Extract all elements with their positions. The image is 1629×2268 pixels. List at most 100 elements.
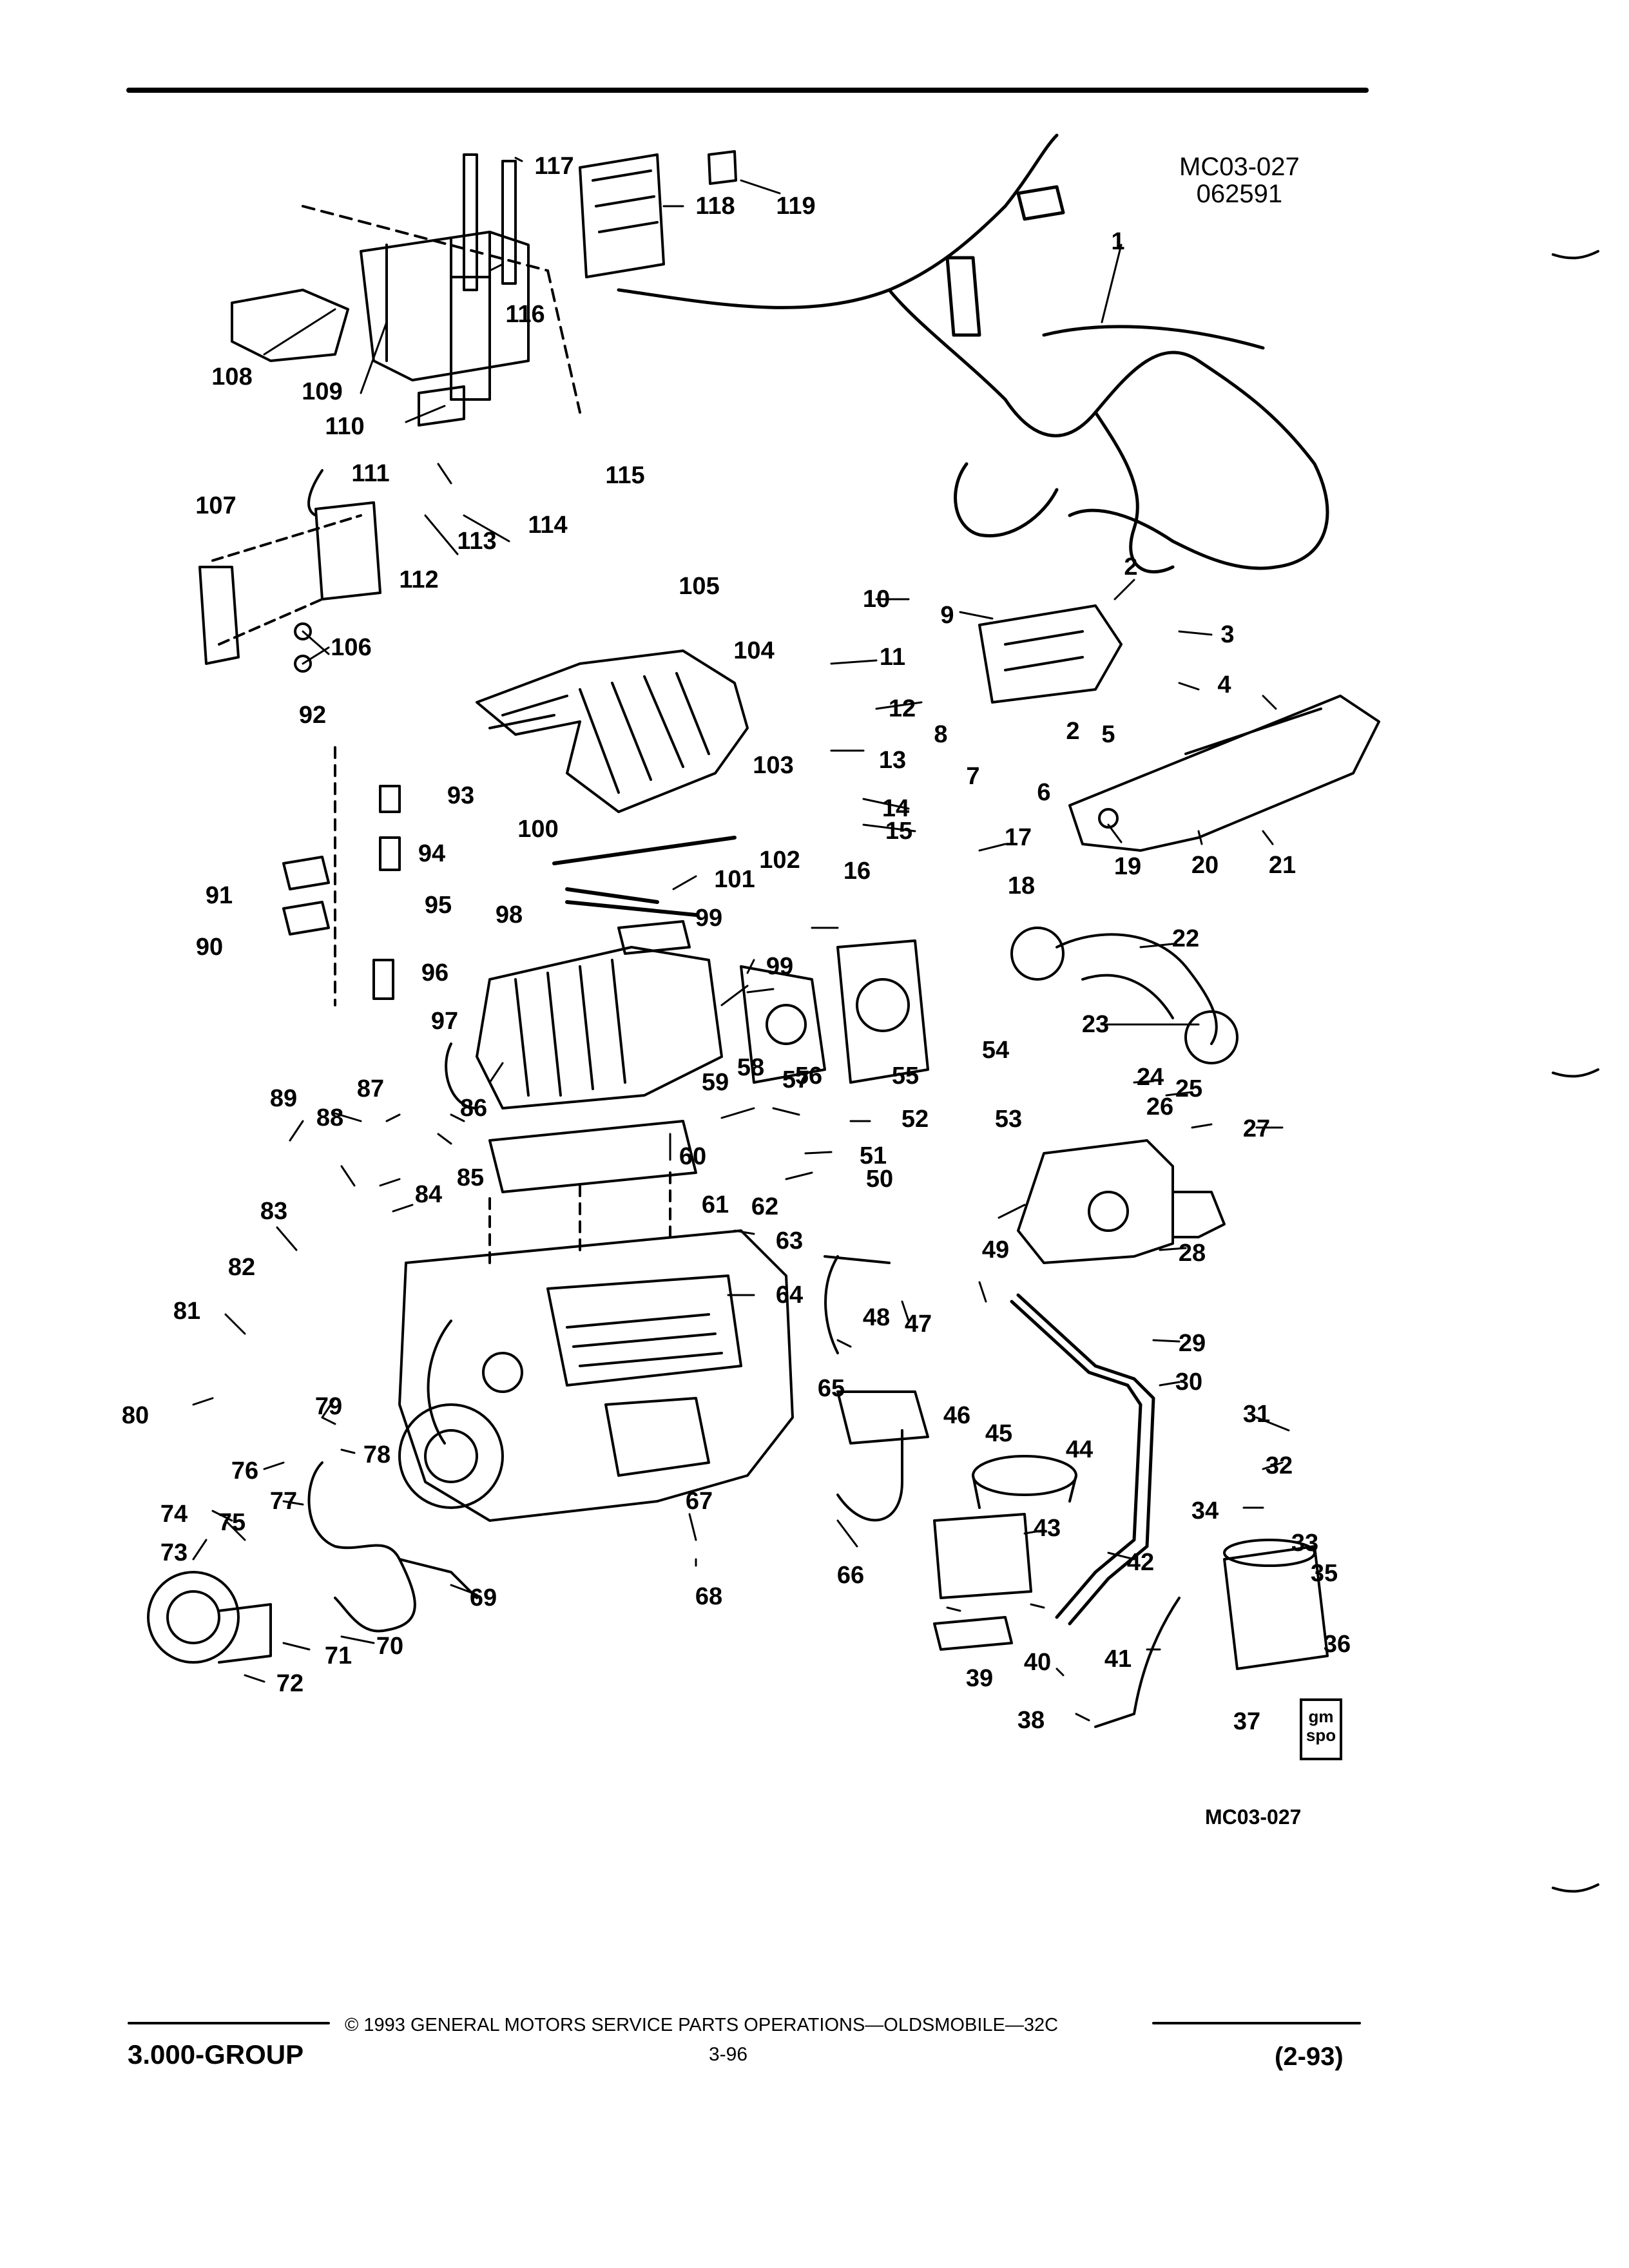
callout-63: 63 — [775, 1227, 804, 1254]
callout-64: 64 — [775, 1282, 804, 1309]
figure-id-code: MC03-027 — [1179, 153, 1300, 181]
callout-80: 80 — [121, 1402, 149, 1429]
callout-12: 12 — [888, 695, 916, 722]
callout-13: 13 — [878, 747, 907, 774]
callout-1: 1 — [1111, 228, 1125, 255]
callout-21: 21 — [1268, 852, 1296, 879]
callout-42: 42 — [1126, 1549, 1155, 1576]
callout-66: 66 — [836, 1562, 865, 1589]
bracket-108-drawing — [198, 469, 381, 673]
coolant-housing-drawing — [1017, 1139, 1226, 1264]
callout-30: 30 — [1175, 1369, 1203, 1396]
callout-41: 41 — [1104, 1646, 1132, 1673]
callout-101: 101 — [714, 866, 755, 893]
callout-92: 92 — [298, 702, 327, 729]
callout-28: 28 — [1178, 1240, 1206, 1267]
callout-19: 19 — [1113, 853, 1142, 880]
copyright-line: © 1993 GENERAL MOTORS SERVICE PARTS OPER… — [345, 2015, 1059, 2035]
callout-34: 34 — [1191, 1497, 1219, 1524]
callout-2: 2 — [1124, 553, 1138, 581]
supercharger-drawing — [445, 836, 929, 1193]
callout-119: 119 — [776, 193, 816, 220]
callout-18: 18 — [1007, 872, 1036, 899]
callout-84: 84 — [414, 1181, 443, 1208]
section-label: 3.000-GROUP — [128, 2039, 304, 2070]
callout-106: 106 — [331, 634, 372, 661]
figure-id: MC03-027 062591 — [1179, 153, 1300, 207]
callout-90: 90 — [195, 934, 224, 961]
callout-16: 16 — [843, 858, 871, 885]
callout-32: 32 — [1265, 1452, 1293, 1479]
callout-99: 99 — [695, 905, 723, 932]
callout-94: 94 — [418, 840, 446, 867]
callout-117: 117 — [534, 153, 574, 180]
callout-39: 39 — [965, 1665, 994, 1692]
callout-46: 46 — [943, 1402, 971, 1429]
callout-37: 37 — [1233, 1708, 1261, 1735]
callout-71: 71 — [324, 1642, 352, 1669]
left-small-parts-drawing — [282, 746, 401, 1006]
figure-id-bottom: MC03-027 — [1205, 1805, 1302, 1829]
callout-111: 111 — [351, 460, 390, 487]
callout-58: 58 — [737, 1054, 765, 1081]
callout-102: 102 — [759, 847, 800, 874]
callout-38: 38 — [1017, 1707, 1045, 1734]
callout-85: 85 — [456, 1164, 485, 1191]
callout-4: 4 — [1217, 671, 1231, 698]
callout-83: 83 — [260, 1198, 288, 1225]
callout-77: 77 — [269, 1488, 298, 1515]
callout-69: 69 — [469, 1584, 497, 1611]
sensor-9-drawing — [978, 604, 1123, 704]
callout-116: 116 — [505, 301, 545, 328]
callout-60: 60 — [679, 1143, 707, 1170]
callout-99: 99 — [766, 953, 794, 980]
callout-91: 91 — [205, 882, 233, 909]
callout-93: 93 — [447, 782, 475, 809]
callout-76: 76 — [231, 1457, 259, 1485]
callout-87: 87 — [356, 1075, 385, 1102]
pipe-67-drawing — [824, 1255, 929, 1522]
callout-3: 3 — [1220, 621, 1235, 648]
callout-79: 79 — [314, 1393, 343, 1420]
callout-29: 29 — [1178, 1330, 1206, 1357]
callout-118: 118 — [695, 193, 735, 220]
egr-drawing — [933, 1455, 1077, 1651]
callout-89: 89 — [269, 1085, 298, 1112]
callout-88: 88 — [316, 1104, 344, 1131]
callout-62: 62 — [751, 1193, 779, 1220]
ecm-bracket-drawing — [231, 153, 581, 427]
callout-104: 104 — [733, 637, 775, 664]
callout-96: 96 — [421, 959, 449, 986]
callout-6: 6 — [1037, 779, 1051, 806]
page-number: 3-96 — [709, 2044, 748, 2065]
callout-17: 17 — [1004, 824, 1032, 851]
callout-48: 48 — [862, 1304, 891, 1331]
callout-72: 72 — [276, 1670, 304, 1697]
callout-55: 55 — [891, 1062, 920, 1090]
callout-74: 74 — [160, 1501, 188, 1528]
gm-spo-logo: gm spo — [1300, 1698, 1342, 1760]
callout-50: 50 — [865, 1166, 894, 1193]
ecm-module-drawing — [579, 150, 737, 278]
callout-5: 5 — [1101, 721, 1115, 748]
callout-11: 11 — [879, 644, 906, 671]
callout-57: 57 — [782, 1066, 810, 1093]
callout-61: 61 — [701, 1191, 729, 1218]
figure-date: 062591 — [1196, 180, 1283, 208]
callout-107: 107 — [195, 492, 236, 519]
callout-9: 9 — [940, 602, 954, 629]
callout-20: 20 — [1191, 852, 1219, 879]
callout-24: 24 — [1136, 1064, 1164, 1091]
supercharger-cover-drawing — [476, 649, 749, 813]
callout-82: 82 — [227, 1254, 256, 1281]
callout-81: 81 — [173, 1298, 201, 1325]
callout-27: 27 — [1242, 1115, 1271, 1142]
callout-23: 23 — [1081, 1011, 1110, 1038]
callout-45: 45 — [985, 1420, 1013, 1447]
callout-14: 14 — [882, 795, 910, 822]
callout-10: 10 — [862, 586, 891, 613]
callout-65: 65 — [817, 1375, 845, 1402]
edition-date: (2-93) — [1275, 2042, 1344, 2071]
callout-47: 47 — [904, 1311, 932, 1338]
